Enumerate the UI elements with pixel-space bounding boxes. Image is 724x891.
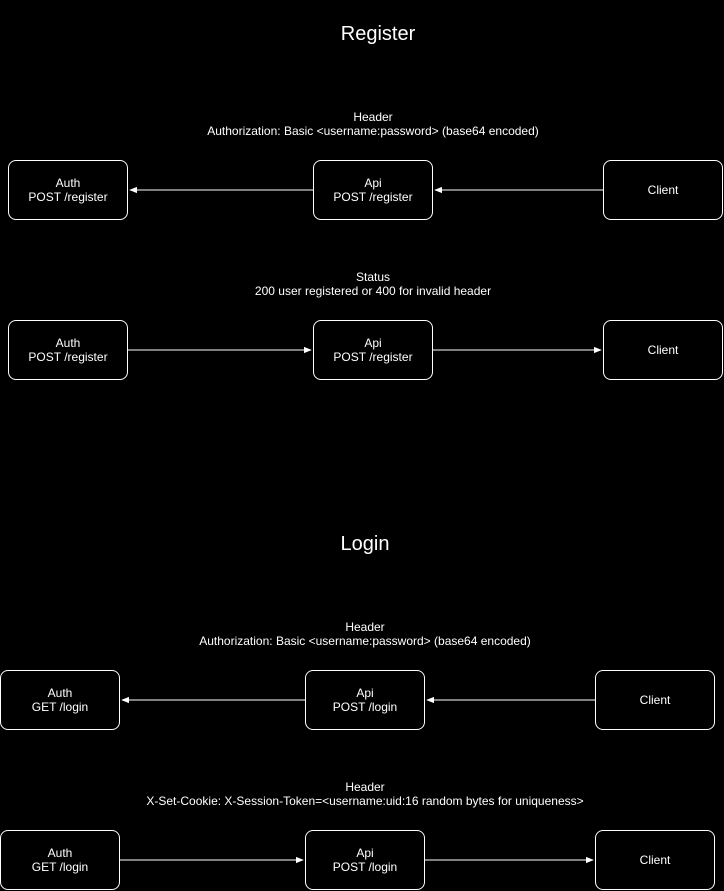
login-request-label-detail: Authorization: Basic <username:password>…: [199, 634, 531, 648]
node-endpoint: POST /register: [28, 190, 108, 204]
register-request-api-node: Api POST /register: [313, 160, 433, 220]
login-response-label: Header X-Set-Cookie: X-Session-Token=<us…: [85, 780, 645, 808]
node-name: Auth: [55, 336, 81, 350]
register-request-client-node: Client: [603, 160, 723, 220]
register-request-label-detail: Authorization: Basic <username:password>…: [207, 124, 539, 138]
login-title: Login: [340, 533, 390, 555]
node-endpoint: POST /register: [28, 350, 108, 364]
node-name: Client: [639, 693, 671, 707]
node-endpoint: POST /login: [332, 700, 398, 714]
login-response-label-heading: Header: [345, 780, 385, 794]
node-name: Api: [356, 686, 374, 700]
register-response-client-node: Client: [603, 320, 723, 380]
node-endpoint: GET /login: [31, 860, 89, 874]
register-response-label-heading: Status: [355, 270, 391, 284]
node-name: Auth: [47, 686, 73, 700]
node-name: Client: [647, 343, 679, 357]
register-request-label-heading: Header: [353, 110, 393, 124]
node-name: Auth: [47, 846, 73, 860]
login-request-client-node: Client: [595, 670, 715, 730]
register-response-label-detail: 200 user registered or 400 for invalid h…: [254, 284, 492, 298]
login-response-client-node: Client: [595, 830, 715, 890]
login-request-api-node: Api POST /login: [305, 670, 425, 730]
node-endpoint: POST /login: [332, 860, 398, 874]
node-name: Api: [364, 176, 382, 190]
login-response-label-detail: X-Set-Cookie: X-Session-Token=<username:…: [146, 794, 584, 808]
register-request-auth-node: Auth POST /register: [8, 160, 128, 220]
node-name: Client: [647, 183, 679, 197]
node-name: Api: [364, 336, 382, 350]
register-request-label: Header Authorization: Basic <username:pa…: [93, 110, 653, 138]
register-title: Register: [340, 23, 416, 45]
register-response-label: Status 200 user registered or 400 for in…: [93, 270, 653, 298]
node-endpoint: GET /login: [31, 700, 89, 714]
node-name: Api: [356, 846, 374, 860]
node-name: Auth: [55, 176, 81, 190]
login-request-label: Header Authorization: Basic <username:pa…: [85, 620, 645, 648]
login-response-auth-node: Auth GET /login: [0, 830, 120, 890]
node-name: Client: [639, 853, 671, 867]
register-response-auth-node: Auth POST /register: [8, 320, 128, 380]
node-endpoint: POST /register: [333, 350, 413, 364]
login-request-auth-node: Auth GET /login: [0, 670, 120, 730]
login-response-api-node: Api POST /login: [305, 830, 425, 890]
register-response-api-node: Api POST /register: [313, 320, 433, 380]
login-request-label-heading: Header: [345, 620, 385, 634]
node-endpoint: POST /register: [333, 190, 413, 204]
